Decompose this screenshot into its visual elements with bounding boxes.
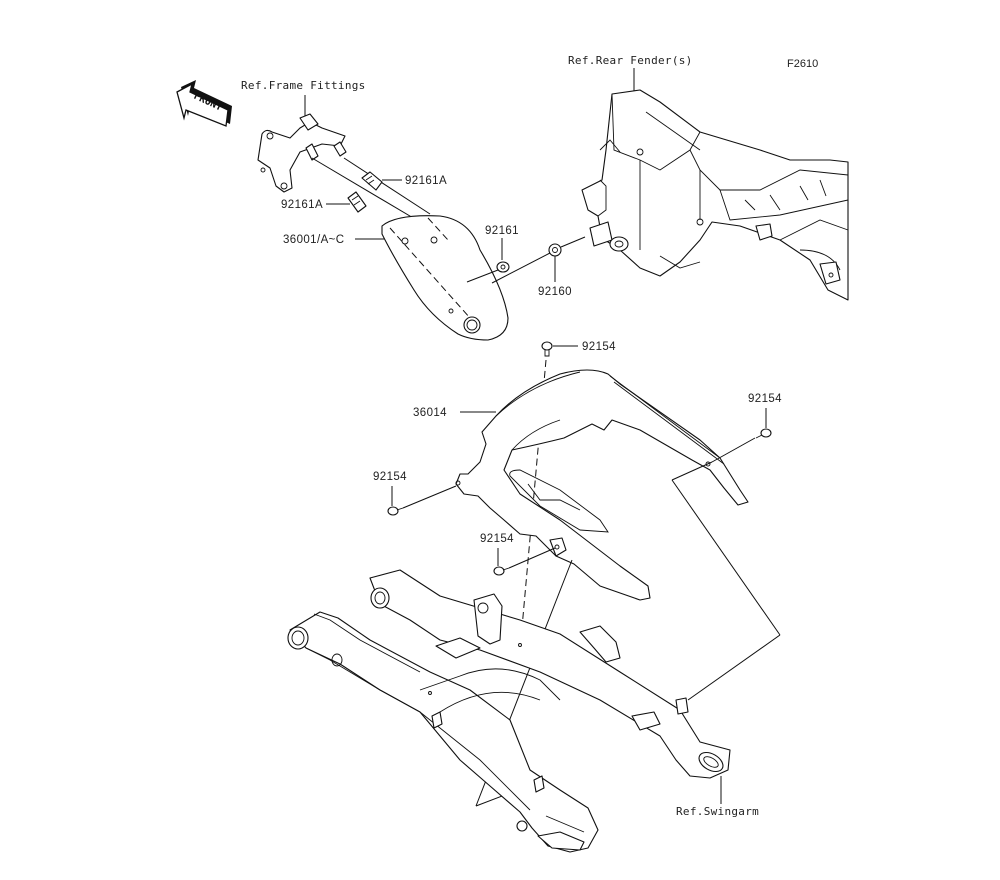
assembly-line — [711, 437, 756, 463]
front-direction-icon: FRONT — [176, 80, 232, 127]
assembly-line — [466, 269, 499, 283]
part-number-92161a-upper: 92161A — [405, 175, 447, 187]
screw-92154-top — [541, 341, 553, 357]
rear-fender-assembly — [581, 89, 849, 301]
part-number-92161a-lower: 92161A — [281, 199, 323, 211]
part-number-92154-right: 92154 — [748, 393, 782, 405]
assembly-line — [311, 157, 421, 223]
part-number-92154-mid: 92154 — [480, 533, 514, 545]
damper-92160 — [548, 243, 562, 257]
screw-92154-mid — [493, 566, 510, 576]
assembly-line — [343, 157, 431, 215]
assembly-line — [491, 252, 551, 284]
part-number-92154-left: 92154 — [373, 471, 407, 483]
assembly-line — [671, 479, 781, 636]
assembly-line — [508, 547, 556, 569]
part-number-92160: 92160 — [538, 286, 572, 298]
part-number-36014: 36014 — [413, 407, 447, 419]
clip-92161a-upper — [361, 171, 383, 191]
rear-fender-36014 — [455, 369, 749, 601]
frame-fitting-bracket — [257, 113, 347, 193]
grommet-92161 — [496, 261, 510, 273]
assembly-line — [687, 634, 781, 701]
part-number-92161: 92161 — [485, 225, 519, 237]
assembly-line — [402, 485, 457, 509]
side-cover-36001 — [381, 215, 509, 341]
assembly-line — [560, 236, 586, 248]
ref-frame-fittings-label: Ref.Frame Fittings — [241, 79, 366, 92]
screw-92154-right — [755, 428, 772, 439]
screw-92154-left — [387, 506, 404, 516]
swingarm — [287, 569, 731, 853]
figure-id: F2610 — [787, 58, 818, 70]
part-number-36001: 36001/A~C — [283, 234, 344, 246]
clip-92161a-lower — [347, 191, 367, 213]
ref-swingarm-label: Ref.Swingarm — [676, 805, 759, 818]
assembly-line — [671, 461, 713, 481]
part-number-92154-top: 92154 — [582, 341, 616, 353]
ref-rear-fenders-label: Ref.Rear Fender(s) — [568, 54, 693, 67]
